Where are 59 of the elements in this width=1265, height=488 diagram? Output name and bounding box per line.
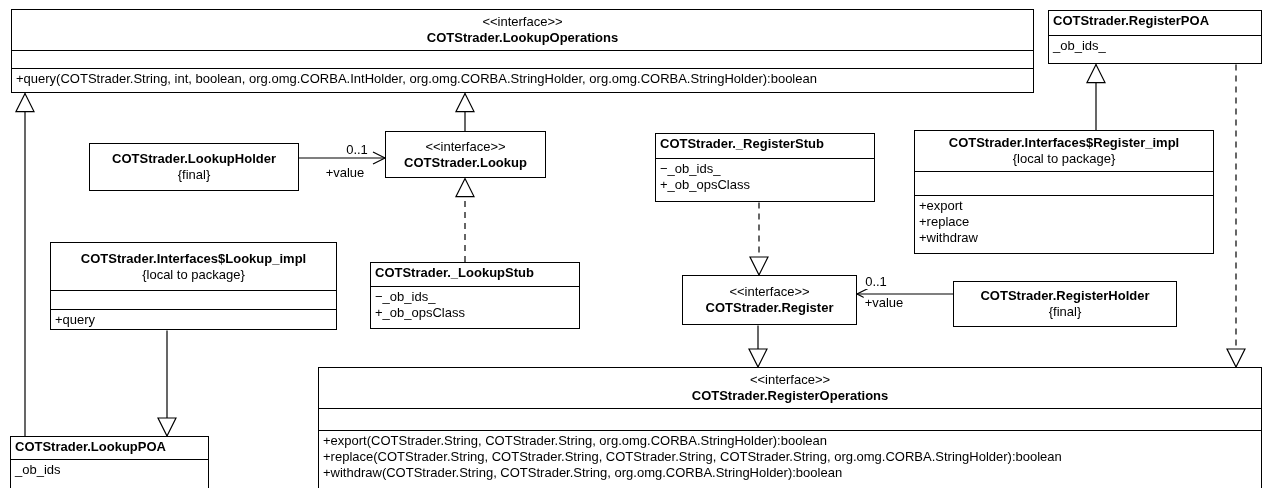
stereotype-label: <<interface>> xyxy=(749,372,831,388)
generalization-arrow xyxy=(15,93,35,437)
association-arrow xyxy=(298,151,386,165)
class-box xyxy=(385,131,546,178)
attribute-text: −_ob_ids_ xyxy=(375,289,436,305)
stereotype-label: <<interface>> xyxy=(425,138,506,155)
class-box xyxy=(10,436,209,488)
class-name: COTStrader.LookupPOA xyxy=(15,439,166,455)
multiplicity-label: 0..1 xyxy=(864,275,888,289)
stereotype-label: <<interface>> xyxy=(482,14,563,30)
constraint-label: {final} xyxy=(1048,304,1082,320)
class-box xyxy=(318,367,1262,488)
stereotype-label: <<interface>> xyxy=(729,284,810,300)
operation-text: +replace xyxy=(919,214,970,230)
class-name: COTStrader.LookupHolder xyxy=(112,151,276,167)
edge-label: +value xyxy=(324,166,366,180)
realization-arrow xyxy=(455,178,475,263)
generalization-arrow xyxy=(748,325,768,368)
class-name: COTStrader._LookupStub xyxy=(375,265,534,281)
class-name: COTStrader.RegisterPOA xyxy=(1053,13,1210,29)
constraint-label: {final} xyxy=(177,167,211,183)
class-name: COTStrader.Interfaces$Register_impl xyxy=(948,135,1180,151)
class-name: COTStrader.LookupOperations xyxy=(426,30,619,46)
class-box xyxy=(89,143,299,191)
class-box xyxy=(953,281,1177,327)
class-box xyxy=(914,130,1214,254)
class-box xyxy=(1048,10,1262,64)
generalization-arrow xyxy=(157,330,177,437)
operation-text: +query(COTStrader.String, int, boolean, org.omg.CORBA.IntHolder, org.omg.CORBA.StringHolder, org.omg.CORBA.StringHolder):boolean xyxy=(16,71,817,87)
operation-text: +export(COTStrader.String, COTStrader.String, org.omg.CORBA.StringHolder):boolean xyxy=(323,433,827,449)
generalization-arrow xyxy=(1086,64,1106,131)
class-name: COTStrader.Lookup xyxy=(404,154,527,171)
edge-label: +value xyxy=(863,296,905,310)
class-box xyxy=(682,275,857,325)
constraint-label: {local to package} xyxy=(1012,151,1116,167)
attribute-text: _ob_ids xyxy=(15,462,61,478)
class-name: COTStrader.RegisterHolder xyxy=(980,288,1150,304)
class-name: COTStrader.RegisterOperations xyxy=(691,388,889,404)
operation-text: +replace(COTStrader.String, COTStrader.String, COTStrader.String, COTStrader.String, org.omg.CORBA.StringHolder):boolean xyxy=(323,449,1062,465)
constraint-label: {local to package} xyxy=(142,266,245,283)
attribute-text: −_ob_ids_ xyxy=(660,161,721,177)
class-box xyxy=(655,133,875,202)
class-name: COTStrader.Register xyxy=(705,300,834,316)
realization-arrow xyxy=(749,202,769,276)
class-name: COTStrader._RegisterStub xyxy=(660,136,824,152)
attribute-text: +_ob_opsClass xyxy=(375,305,465,321)
attribute-text: _ob_ids_ xyxy=(1053,38,1106,54)
operation-text: +export xyxy=(919,198,963,214)
operation-text: +withdraw(COTStrader.String, COTStrader.String, org.omg.CORBA.StringHolder):boolean xyxy=(323,465,843,481)
class-box xyxy=(370,262,580,329)
class-box xyxy=(50,242,337,330)
operation-text: +query xyxy=(55,312,96,328)
attribute-text: +_ob_opsClass xyxy=(660,177,750,193)
class-box xyxy=(11,9,1034,93)
operation-text: +withdraw xyxy=(919,230,978,246)
multiplicity-label: 0..1 xyxy=(345,143,369,157)
generalization-arrow xyxy=(455,93,475,132)
class-name: COTStrader.Interfaces$Lookup_impl xyxy=(80,250,307,267)
realization-arrow xyxy=(1226,64,1246,368)
